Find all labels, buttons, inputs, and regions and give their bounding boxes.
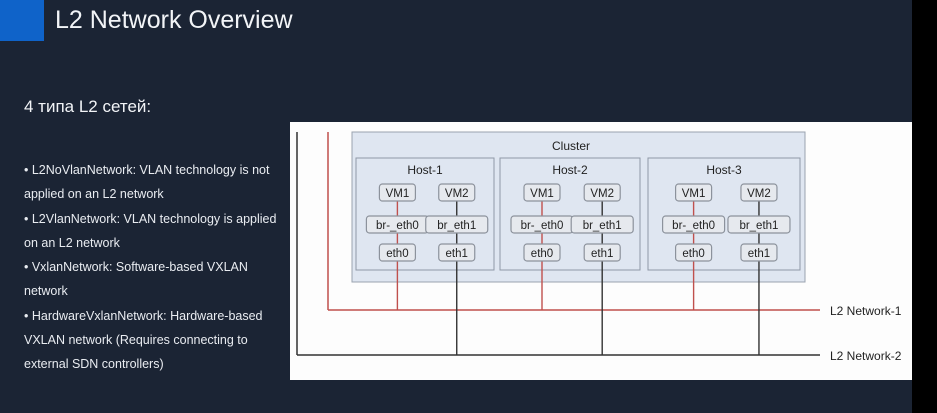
vm-node: [583, 183, 621, 202]
bullet-list: • L2NoVlanNetwork: VLAN technology is no…: [24, 158, 289, 377]
slide-title: L2 Network Overview: [55, 6, 293, 34]
nic-node: [438, 243, 476, 262]
vm-node-label: VM1: [386, 188, 410, 200]
vm-node-label: VM2: [747, 188, 771, 200]
vm-node: [740, 183, 778, 202]
bridge-node: [727, 215, 791, 234]
vm-node-label: VM1: [682, 188, 706, 200]
l2-network-2-label: L2 Network-2: [830, 349, 902, 363]
network-diagram: L2 Network-1 L2 Network-2 ClusterHost-1VM1…: [296, 131, 902, 363]
nic-node-label: eth1: [446, 248, 468, 260]
bridge-node: [425, 215, 489, 234]
host-label: Host-2: [552, 163, 588, 177]
bridge-node-label: br_eth1: [583, 220, 622, 232]
nic-node-label: eth1: [748, 248, 770, 260]
bullet-item: • VxlanNetwork: Software-based VXLAN net…: [24, 260, 248, 299]
vm-node: [378, 183, 417, 202]
nic-node: [583, 243, 621, 262]
bridge-node-label: br_eth1: [739, 220, 778, 232]
host-label: Host-3: [706, 163, 742, 177]
nic-node: [675, 243, 713, 262]
right-black-bar: [912, 0, 937, 413]
nic-node-label: eth0: [386, 248, 408, 260]
nic-node: [523, 243, 561, 262]
nic-node-label: eth0: [682, 248, 704, 260]
bullet-item: • HardwareVxlanNetwork: Hardware-based V…: [24, 308, 263, 372]
bullet-item: • L2VlanNetwork: VLAN technology is appl…: [24, 211, 277, 250]
nic-node: [378, 243, 417, 262]
vm-node: [523, 183, 561, 202]
vm-node-label: VM1: [530, 188, 554, 200]
bridge-node-label: br-_eth0: [672, 220, 715, 232]
bridge-node: [662, 215, 726, 234]
vm-node: [438, 183, 476, 202]
vm-node: [675, 183, 713, 202]
nic-node: [740, 243, 778, 262]
nic-node-label: eth1: [591, 248, 613, 260]
cluster-label: Cluster: [552, 139, 590, 153]
slide-subtitle: 4 типа L2 сетей:: [24, 97, 152, 116]
nic-node-label: eth0: [531, 248, 553, 260]
bridge-node-label: br_eth1: [437, 220, 476, 232]
host-label: Host-1: [407, 163, 443, 177]
title-accent-block: [0, 0, 44, 41]
bridge-node-label: br-_eth0: [521, 220, 564, 232]
bullet-item: • L2NoVlanNetwork: VLAN technology is no…: [24, 163, 270, 202]
bridge-node-label: br-_eth0: [376, 220, 419, 232]
bridge-node: [570, 215, 634, 234]
vm-node-label: VM2: [445, 188, 469, 200]
vm-node-label: VM2: [590, 188, 614, 200]
l2-network-1-label: L2 Network-1: [830, 304, 902, 318]
